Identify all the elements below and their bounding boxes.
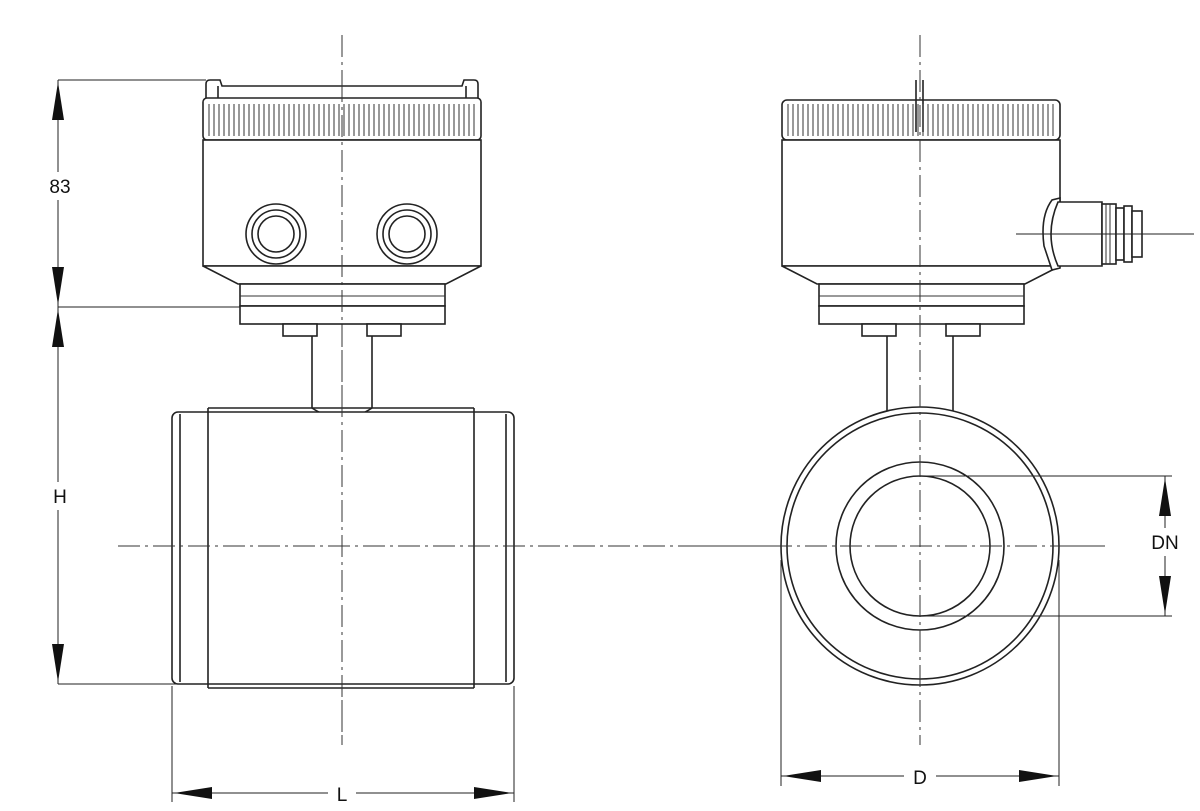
front-cable-gland-left bbox=[245, 203, 307, 265]
front-view bbox=[118, 79, 560, 745]
side-housing-cap bbox=[781, 80, 1061, 141]
dimension-label-dn: DN bbox=[1151, 533, 1178, 554]
front-cable-gland-right bbox=[376, 203, 438, 265]
dimension-label-l: L bbox=[337, 785, 348, 806]
dimension-nominal-diameter: DN bbox=[920, 475, 1188, 617]
side-cable-gland bbox=[1016, 196, 1194, 271]
dimension-label-83: 83 bbox=[49, 177, 70, 198]
dimension-housing-height: 83 bbox=[40, 79, 240, 308]
dimension-diameter: D bbox=[780, 560, 1060, 791]
side-housing-body bbox=[781, 139, 1061, 285]
dimension-label-d: D bbox=[913, 768, 927, 789]
dimension-label-h: H bbox=[53, 487, 67, 508]
side-view bbox=[700, 35, 1194, 745]
dimension-height: H bbox=[44, 307, 176, 685]
side-adapter-flange bbox=[818, 283, 1025, 337]
front-sensor-tube bbox=[171, 407, 515, 689]
dimension-length: L bbox=[171, 686, 515, 808]
side-neck bbox=[886, 336, 954, 415]
